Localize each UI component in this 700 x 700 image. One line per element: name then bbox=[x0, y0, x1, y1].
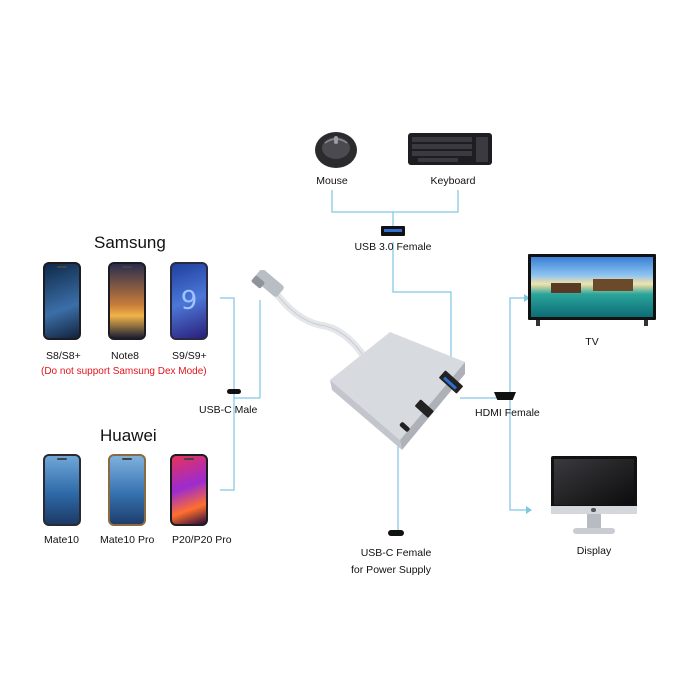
phone-label-mate10: Mate10 bbox=[44, 534, 80, 546]
phone-label-mate10pro: Mate10 Pro bbox=[100, 534, 155, 546]
phone-bracket bbox=[220, 297, 235, 491]
keyboard-icon bbox=[408, 131, 492, 167]
usb3-port-icon bbox=[381, 226, 405, 236]
samsung-heading: Samsung bbox=[94, 233, 166, 252]
usbc-male-port-icon bbox=[227, 389, 241, 394]
huawei-mate10-phone bbox=[43, 454, 81, 526]
samsung-s9-phone: 9 bbox=[170, 262, 208, 340]
hdmi-to-tv-line bbox=[509, 297, 524, 398]
phone-label-p20: P20/P20 Pro bbox=[172, 534, 232, 546]
huawei-p20-phone bbox=[170, 454, 208, 526]
usbc-female-port-icon bbox=[388, 530, 404, 536]
arrow-display bbox=[526, 506, 532, 514]
huawei-mate10pro-phone bbox=[108, 454, 146, 526]
hdmi-female-label: HDMI Female bbox=[475, 407, 540, 419]
keyboard-label: Keyboard bbox=[430, 175, 476, 187]
usb3-to-hub-line bbox=[392, 242, 452, 372]
phone-label-s9: S9/S9+ bbox=[172, 350, 207, 362]
samsung-note8-phone bbox=[108, 262, 146, 340]
usbc-hub-adapter bbox=[250, 269, 480, 450]
arrow-tv bbox=[524, 294, 530, 302]
huawei-heading: Huawei bbox=[100, 426, 157, 445]
phone-label-s8: S8/S8+ bbox=[46, 350, 81, 362]
mouse-label: Mouse bbox=[316, 175, 348, 187]
samsung-s8-phone bbox=[43, 262, 81, 340]
samsung-dex-note: (Do not support Samsung Dex Mode) bbox=[41, 366, 207, 377]
display-monitor-icon bbox=[551, 456, 637, 538]
tv-label: TV bbox=[585, 336, 599, 348]
usb3-label: USB 3.0 Female bbox=[354, 241, 432, 253]
peripheral-bracket bbox=[331, 190, 459, 213]
mouse-icon bbox=[313, 126, 359, 170]
tv-icon bbox=[528, 254, 656, 326]
usbc-female-label: USB-C Female bbox=[360, 547, 432, 559]
hdmi-to-display-line bbox=[509, 398, 526, 511]
hdmi-port-icon bbox=[494, 392, 516, 400]
usbc-male-label: USB-C Male bbox=[199, 404, 258, 416]
phone-label-note8: Note8 bbox=[111, 350, 140, 362]
display-label: Display bbox=[576, 545, 612, 557]
power-supply-label: for Power Supply bbox=[351, 564, 431, 576]
